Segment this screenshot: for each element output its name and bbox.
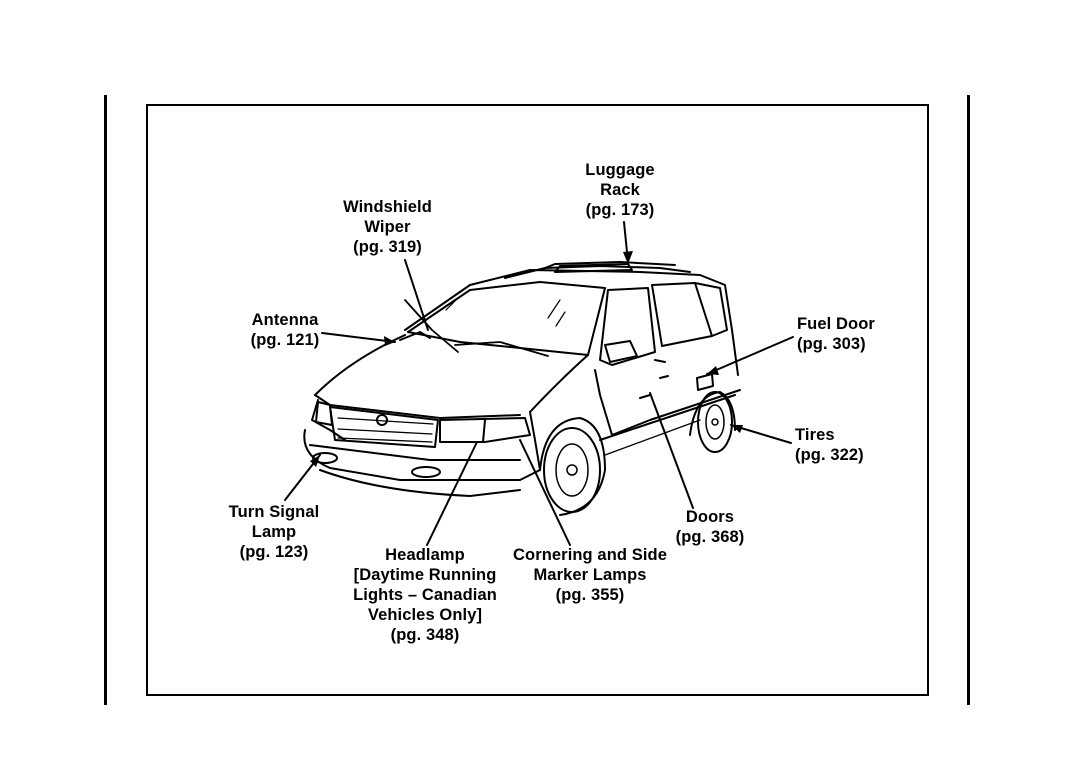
- headlamp-line1: Headlamp: [340, 545, 510, 565]
- cornering-line1: Cornering and Side: [505, 545, 675, 565]
- windshield-wiper-line1: Windshield: [330, 197, 445, 217]
- turn-signal-line1: Turn Signal: [220, 502, 328, 522]
- luggage-rack-page: (pg. 173): [570, 200, 670, 220]
- fuel-door-page: (pg. 303): [797, 334, 875, 354]
- leader-wiper: [405, 260, 428, 330]
- luggage-rack-line2: Rack: [570, 180, 670, 200]
- fuel-door-line1: Fuel Door: [797, 314, 875, 334]
- label-windshield-wiper: Windshield Wiper (pg. 319): [330, 197, 445, 257]
- cornering-page: (pg. 355): [505, 585, 675, 605]
- label-headlamp: Headlamp [Daytime Running Lights – Canad…: [340, 545, 510, 645]
- label-luggage-rack: Luggage Rack (pg. 173): [570, 160, 670, 220]
- label-fuel-door: Fuel Door (pg. 303): [797, 314, 875, 354]
- label-cornering-lamps: Cornering and Side Marker Lamps (pg. 355…: [505, 545, 675, 605]
- antenna-page: (pg. 121): [240, 330, 330, 350]
- headlamp-line4: Vehicles Only]: [340, 605, 510, 625]
- leader-fuel-door: [707, 337, 793, 374]
- headlamp-line2: [Daytime Running: [340, 565, 510, 585]
- cornering-line2: Marker Lamps: [505, 565, 675, 585]
- luggage-rack-line1: Luggage: [570, 160, 670, 180]
- tires-page: (pg. 322): [795, 445, 864, 465]
- label-turn-signal-lamp: Turn Signal Lamp (pg. 123): [220, 502, 328, 562]
- leader-antenna: [322, 333, 395, 342]
- tires-line1: Tires: [795, 425, 864, 445]
- turn-signal-line2: Lamp: [220, 522, 328, 542]
- label-doors: Doors (pg. 368): [665, 507, 755, 547]
- headlamp-line3: Lights – Canadian: [340, 585, 510, 605]
- doors-line1: Doors: [665, 507, 755, 527]
- label-antenna: Antenna (pg. 121): [240, 310, 330, 350]
- antenna-line1: Antenna: [240, 310, 330, 330]
- windshield-wiper-page: (pg. 319): [330, 237, 445, 257]
- label-tires: Tires (pg. 322): [795, 425, 864, 465]
- turn-signal-page: (pg. 123): [220, 542, 328, 562]
- headlamp-page: (pg. 348): [340, 625, 510, 645]
- windshield-wiper-line2: Wiper: [330, 217, 445, 237]
- doors-page: (pg. 368): [665, 527, 755, 547]
